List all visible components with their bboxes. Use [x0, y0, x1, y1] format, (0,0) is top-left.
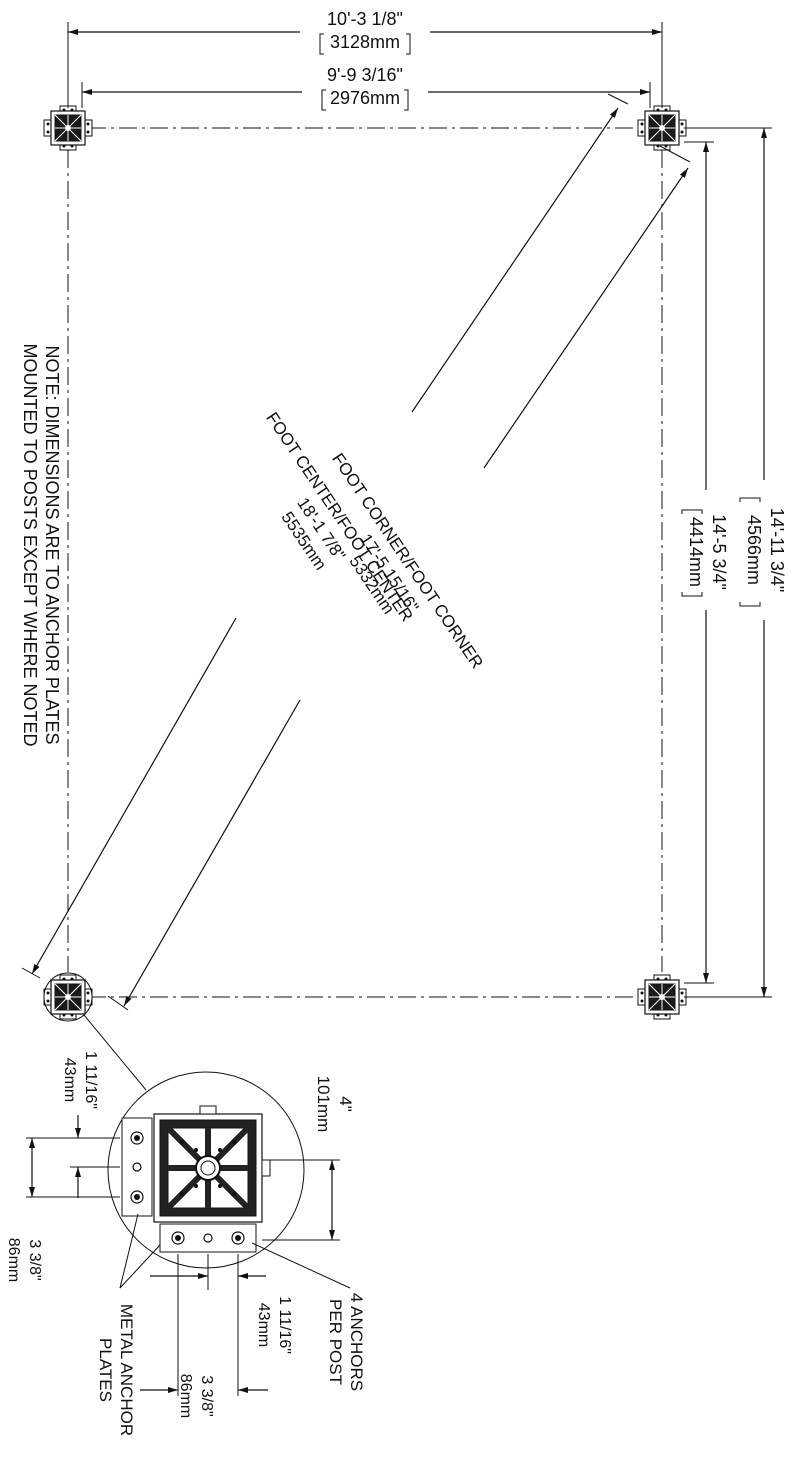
overall-length-imperial: 14'-11 3/4" [767, 508, 787, 593]
inner-length-metric: 4414mm [686, 517, 706, 587]
metric-brackets [681, 497, 761, 607]
overall-width-metric: 3128mm [330, 32, 400, 52]
left-plate-width-metric: 86mm [5, 1238, 22, 1282]
dimension-inner-length: 14'-5 3/4" 4414mm [680, 141, 732, 984]
post-top-right [637, 105, 687, 151]
dimension-post-size: 4" 101mm [262, 1076, 355, 1241]
post-size-metric: 101mm [314, 1076, 333, 1133]
dimension-left-plate: 1 11/16" 43mm 3 3/8" 86mm [5, 1051, 120, 1282]
bottom-plate-width-imperial: 3 3/8" [198, 1375, 215, 1416]
note-line-2: MOUNTED TO POSTS EXCEPT WHERE NOTED [20, 343, 40, 746]
detail-post [121, 1105, 271, 1253]
dimension-inner-width: 9'-9 3/16" 2976mm [81, 64, 651, 112]
post-bottom-right [637, 974, 687, 1020]
post-top-left [43, 105, 93, 151]
bottom-anchor-spacing-imperial: 1 11/16" [276, 1296, 293, 1354]
detail-callout [43, 972, 305, 1269]
post-size-imperial: 4" [336, 1096, 355, 1112]
callout-anchors-line-1: 4 ANCHORS [347, 1293, 366, 1391]
callout-anchors-line-2: PER POST [326, 1299, 345, 1385]
left-anchor-spacing-imperial: 1 11/16" [82, 1051, 99, 1109]
callout-anchors-per-post: 4 ANCHORS PER POST [251, 1242, 366, 1391]
bottom-plate-width-metric: 86mm [177, 1374, 194, 1418]
inner-length-imperial: 14'-5 3/4" [709, 514, 729, 590]
post-bottom-left [43, 974, 93, 1020]
overall-length-metric: 4566mm [744, 515, 764, 585]
callout-metal-anchor-plates: METAL ANCHOR PLATES [96, 1213, 161, 1436]
dimension-diagonal-corner: FOOT CORNER/FOOT CORNER 17'-5 15/16" 533… [107, 145, 691, 1011]
dimension-diagonal-center: FOOT CENTER/FOOT CENTER 18'-1 7/8" 5535m… [21, 93, 629, 979]
inner-width-imperial: 9'-9 3/16" [327, 65, 403, 85]
inner-width-metric: 2976mm [330, 88, 400, 108]
dimension-bottom-plate: 1 11/16" 43mm 3 3/8" 86mm [140, 1254, 293, 1418]
note-text: NOTE: DIMENSIONS ARE TO ANCHOR PLATES MO… [20, 343, 62, 746]
callout-plates-line-1: METAL ANCHOR [117, 1304, 136, 1436]
overall-width-imperial: 10'-3 1/8" [327, 9, 403, 29]
bottom-anchor-spacing-metric: 43mm [255, 1303, 272, 1347]
left-plate-width-imperial: 3 3/8" [26, 1239, 43, 1280]
dimension-overall-width: 10'-3 1/8" 3128mm [67, 8, 663, 108]
left-anchor-spacing-metric: 43mm [61, 1058, 78, 1102]
note-line-1: NOTE: DIMENSIONS ARE TO ANCHOR PLATES [42, 345, 62, 744]
dimension-overall-length: 14'-11 3/4" 4566mm [684, 127, 790, 998]
frame-centerlines [67, 127, 663, 998]
callout-plates-line-2: PLATES [96, 1338, 115, 1402]
